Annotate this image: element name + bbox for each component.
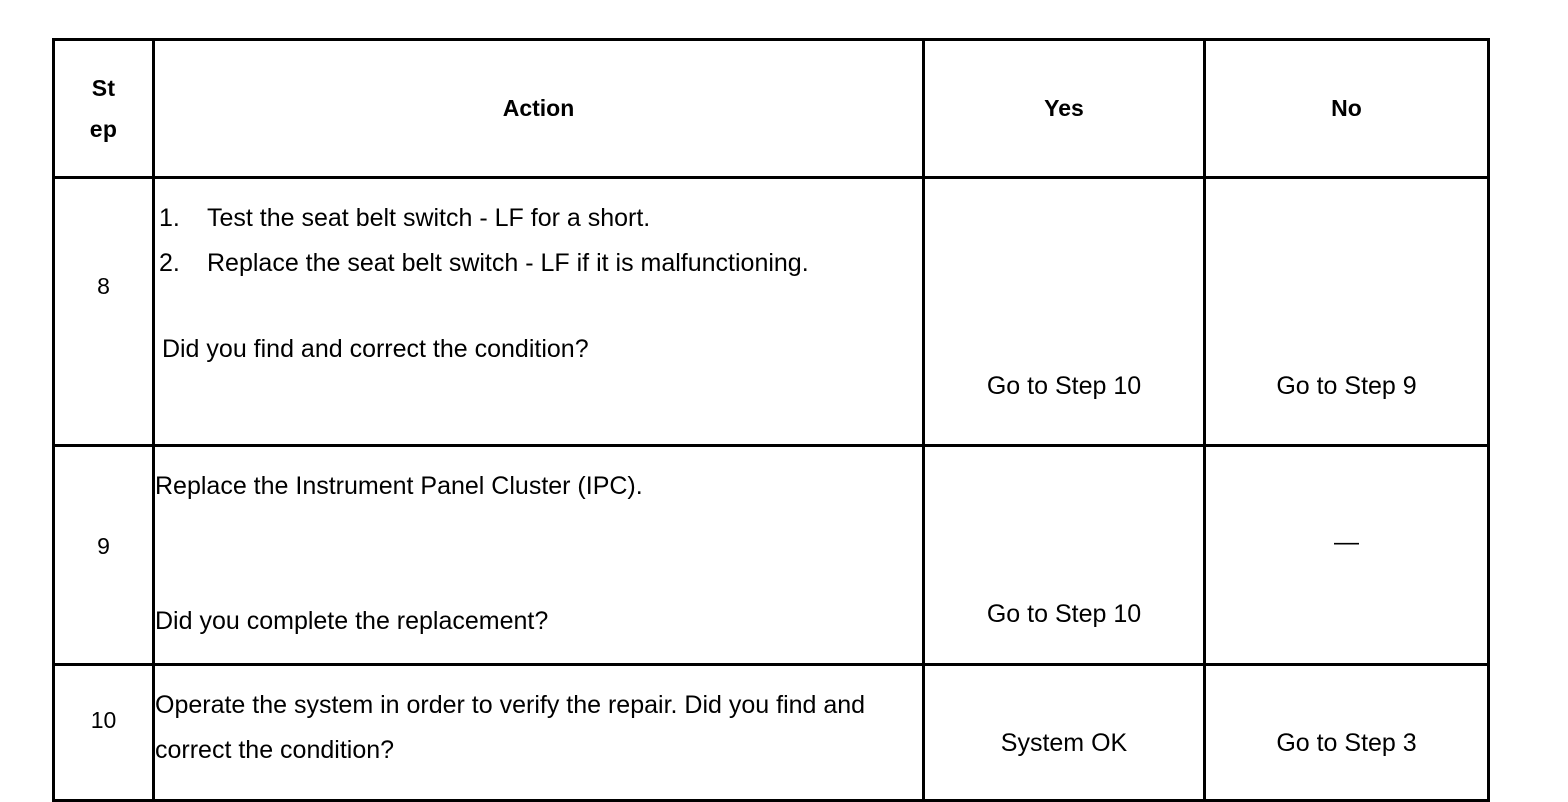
- column-header-step-line1: St: [91, 75, 116, 102]
- action-question: Did you complete the replacement?: [155, 606, 549, 635]
- list-item-marker: 1.: [159, 204, 180, 232]
- action-cell: Operate the system in order to verify th…: [152, 663, 925, 802]
- action-ordered-list: 1. Test the seat belt switch - LF for a …: [155, 196, 922, 285]
- list-item-text: Test the seat belt switch - LF for a sho…: [207, 204, 651, 232]
- table-row: 8 1. Test the seat belt switch - LF for …: [52, 176, 1490, 447]
- step-number-cell: 10: [52, 663, 155, 802]
- no-branch-cell: Go to Step 3: [1203, 663, 1490, 802]
- column-header-action: Action: [152, 38, 925, 179]
- diagnostic-step-table: St ep Action Yes No 8 1. Test the s: [52, 38, 1490, 802]
- list-item-text: Replace the seat belt switch - LF if it …: [207, 248, 809, 277]
- list-item: 2. Replace the seat belt switch - LF if …: [155, 241, 922, 286]
- step-number: 9: [97, 533, 110, 559]
- no-branch-cell: Go to Step 9: [1203, 176, 1490, 447]
- list-item: 1. Test the seat belt switch - LF for a …: [155, 196, 922, 241]
- paragraph-spacer: [155, 285, 922, 327]
- table-row: 9 Replace the Instrument Panel Cluster (…: [52, 444, 1490, 666]
- step-number: 8: [97, 273, 110, 299]
- step-number-cell: 8: [52, 176, 155, 447]
- column-header-yes: Yes: [922, 38, 1206, 179]
- list-item-marker: 2.: [159, 248, 180, 277]
- em-dash-placeholder: —: [1334, 528, 1359, 556]
- column-header-no: No: [1203, 38, 1490, 179]
- action-statement: Replace the Instrument Panel Cluster (IP…: [155, 472, 643, 500]
- yes-branch-cell: Go to Step 10: [922, 176, 1206, 447]
- column-header-step: St ep: [52, 38, 155, 179]
- step-number: 10: [90, 707, 117, 733]
- paragraph-spacer: [155, 509, 922, 599]
- table-row: 10 Operate the system in order to verify…: [52, 663, 1490, 802]
- no-branch-cell: —: [1203, 444, 1490, 666]
- column-header-step-line2: ep: [89, 115, 118, 142]
- yes-branch-cell: Go to Step 10: [922, 444, 1206, 666]
- table-header-row: St ep Action Yes No: [52, 38, 1490, 179]
- action-question: Operate the system in order to verify th…: [155, 691, 873, 764]
- action-cell: Replace the Instrument Panel Cluster (IP…: [152, 444, 925, 666]
- action-question: Did you find and correct the condition?: [155, 335, 589, 363]
- action-cell: 1. Test the seat belt switch - LF for a …: [152, 176, 925, 447]
- step-number-cell: 9: [52, 444, 155, 666]
- yes-branch-cell: System OK: [922, 663, 1206, 802]
